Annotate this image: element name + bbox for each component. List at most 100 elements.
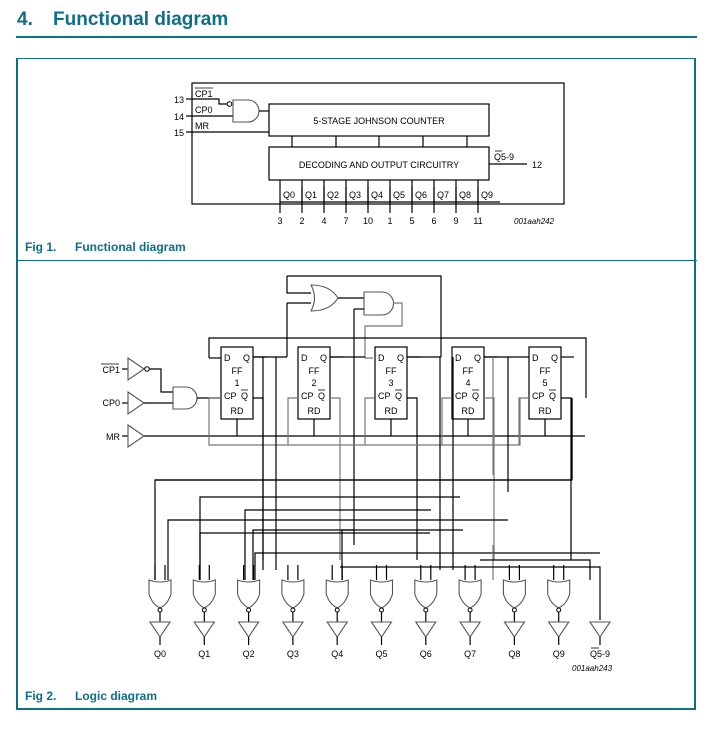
output-label: Q0	[283, 190, 295, 200]
inversion-bubble-icon	[226, 101, 233, 107]
input-label-mr: MR	[106, 432, 120, 442]
ff-type: FF	[309, 366, 320, 376]
output-buffer-icon	[193, 621, 216, 638]
ff-type: FF	[232, 366, 243, 376]
output-label: Q8	[459, 190, 471, 200]
fig2-caption: Fig 2.Logic diagram	[25, 689, 157, 703]
ff-q: Q	[474, 353, 481, 363]
output-label: Q7	[464, 649, 476, 659]
ff-rd: RD	[231, 406, 244, 416]
carry-out-pin: 12	[532, 160, 542, 170]
ic-outline	[191, 82, 565, 205]
ff-rd: RD	[539, 406, 552, 416]
ff-index: 4	[465, 378, 470, 388]
johnson-counter-block	[268, 103, 490, 137]
output-label: Q3	[287, 649, 299, 659]
pin-mr: 15	[174, 128, 184, 138]
nor-gate-icon	[502, 579, 526, 609]
ff-rd: RD	[462, 406, 475, 416]
section-title: Functional diagram	[53, 9, 229, 30]
output-label: Q9	[553, 649, 565, 659]
inversion-bubble-icon	[290, 607, 296, 613]
label-mr: MR	[195, 121, 209, 131]
input-label-cp1: CP1	[102, 365, 120, 375]
inversion-bubble-icon	[246, 607, 252, 613]
output-gate-Q9: Q9	[547, 565, 571, 659]
ff-index: 3	[388, 378, 393, 388]
carry-out-label: Q5-9	[494, 152, 514, 162]
inversion-bubble-icon	[334, 607, 340, 613]
input-buffer-cp0-icon	[127, 390, 145, 416]
ff-qbar: Q	[549, 391, 556, 401]
output-label: Q0	[154, 649, 166, 659]
nor-gate-icon	[237, 579, 261, 609]
ff-d: D	[378, 353, 385, 363]
inversion-bubble-icon	[511, 607, 517, 613]
label-cp0: CP0	[195, 105, 213, 115]
output-pin: 9	[453, 216, 458, 226]
output-label: Q6	[415, 190, 427, 200]
output-gate-Q3: Q3	[281, 565, 305, 659]
output-pin: 7	[343, 216, 348, 226]
ff-rd: RD	[385, 406, 398, 416]
output-buffer-icon	[281, 621, 304, 638]
ff-cp: CP	[532, 391, 545, 401]
nor-gate-icon	[281, 579, 305, 609]
ff-rd: RD	[308, 406, 321, 416]
fig1-caption: Fig 1. Functional diagram	[25, 240, 186, 254]
and-gate-icon	[232, 99, 260, 123]
output-label: Q4	[371, 190, 383, 200]
nor-gate-icon	[458, 579, 482, 609]
output-label: Q1	[305, 190, 317, 200]
fig1-label: Fig 1.	[25, 240, 57, 254]
output-gate-Q1: Q1	[192, 565, 216, 659]
output-pin: 11	[473, 216, 482, 226]
output-gate-Q0: Q0	[148, 565, 172, 659]
output-buffer-icon	[148, 621, 172, 638]
output-gate-Q8: Q8	[502, 565, 526, 659]
ff-type: FF	[386, 366, 397, 376]
output-gate-Q6: Q6	[414, 565, 438, 659]
output-label: Q2	[243, 649, 255, 659]
fig1-title: Functional diagram	[75, 240, 186, 254]
section-number: 4.	[17, 9, 33, 30]
inversion-bubble-icon	[423, 607, 429, 613]
carry-out-label: Q5-9	[590, 649, 610, 659]
output-buffer-icon	[503, 621, 526, 638]
nor-gate-icon	[369, 579, 394, 609]
output-buffer-icon	[459, 621, 482, 638]
nor-gate-icon	[325, 579, 349, 609]
output-buffer-icon	[237, 621, 260, 638]
ff-q: Q	[397, 353, 404, 363]
output-label: Q9	[481, 190, 493, 200]
output-buffer-icon	[370, 621, 393, 638]
inversion-bubble-icon	[201, 607, 207, 613]
ff-qbar: Q	[318, 391, 325, 401]
johnson-counter-label: 5-STAGE JOHNSON COUNTER	[313, 116, 445, 126]
output-gate-Q5: Q5	[369, 565, 394, 659]
inversion-bubble-icon	[157, 607, 163, 613]
ff-qbar: Q	[472, 391, 479, 401]
output-label: Q5	[375, 649, 387, 659]
decoder-block	[268, 146, 490, 181]
output-label: Q8	[508, 649, 520, 659]
output-label: Q7	[437, 190, 449, 200]
fig2-drawing-code: 001aah243	[572, 664, 613, 673]
pin-cp1: 13	[174, 95, 184, 105]
output-pin: 5	[409, 216, 414, 226]
feedback-and-gate-icon	[363, 291, 394, 316]
output-gate-Q7: Q7	[458, 565, 482, 659]
ff-qbar: Q	[241, 391, 248, 401]
label-cp1: CP1	[195, 89, 213, 99]
figure-divider	[16, 260, 697, 261]
output-label: Q1	[198, 649, 210, 659]
nor-gate-icon	[547, 579, 571, 609]
ff-qbar: Q	[395, 391, 402, 401]
output-pin: 4	[321, 216, 326, 226]
nor-gate-icon	[148, 579, 172, 609]
fig2-title: Logic diagram	[75, 689, 158, 703]
input-label-cp0: CP0	[102, 398, 120, 408]
output-buffer-icon	[547, 621, 570, 638]
